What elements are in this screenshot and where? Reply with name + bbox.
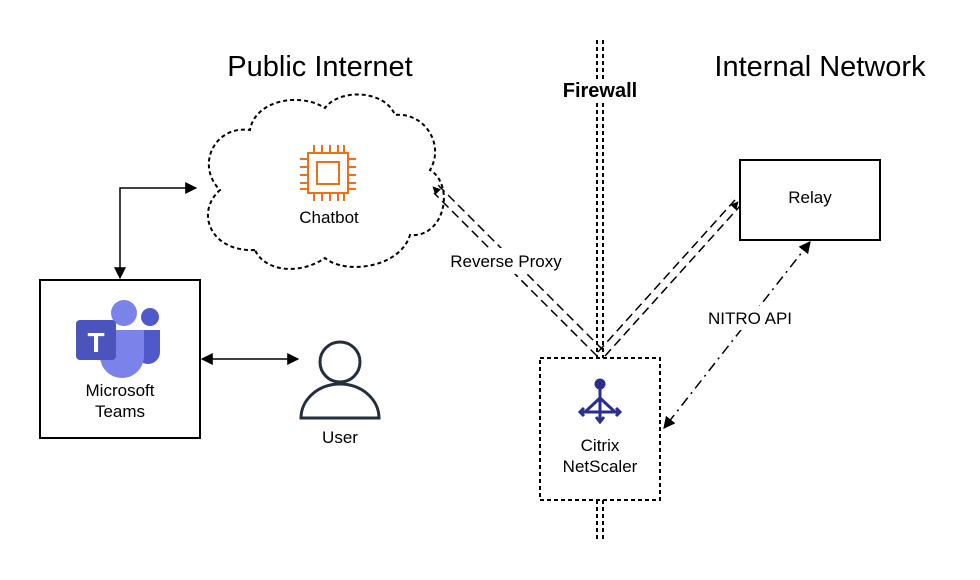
edge-label-nitro-api: NITRO API xyxy=(708,309,792,328)
relay-node xyxy=(739,159,881,241)
edge-teams-chatbot xyxy=(114,182,198,280)
teams-label-line1: Microsoft xyxy=(86,381,155,400)
svg-text:T: T xyxy=(87,327,104,358)
firewall-line xyxy=(596,40,604,542)
edge-label-bg-nitro xyxy=(700,306,800,330)
netscaler-label-line2: NetScaler xyxy=(563,457,638,476)
edge-label-reverse-proxy: Reverse Proxy xyxy=(450,252,562,271)
chip-icon xyxy=(300,145,356,201)
zone-title-internal-network: Internal Network xyxy=(714,51,926,83)
firewall-label: Firewall xyxy=(563,80,637,102)
chatbot-cloud xyxy=(206,93,445,270)
relay-label: Relay xyxy=(788,188,832,207)
user-icon xyxy=(299,340,381,420)
netscaler-label-line1: Citrix xyxy=(581,436,620,455)
microsoft-teams-logo: T xyxy=(76,300,160,378)
chatbot-label: Chatbot xyxy=(299,208,359,227)
edge-netscaler-relay xyxy=(597,199,741,357)
edge-nitro-api xyxy=(663,241,811,429)
teams-label-line2: Teams xyxy=(95,402,145,421)
user-label: User xyxy=(322,428,358,447)
netscaler-icon xyxy=(577,378,623,425)
edge-label-bg xyxy=(442,248,570,274)
zone-title-public-internet: Public Internet xyxy=(227,51,412,83)
